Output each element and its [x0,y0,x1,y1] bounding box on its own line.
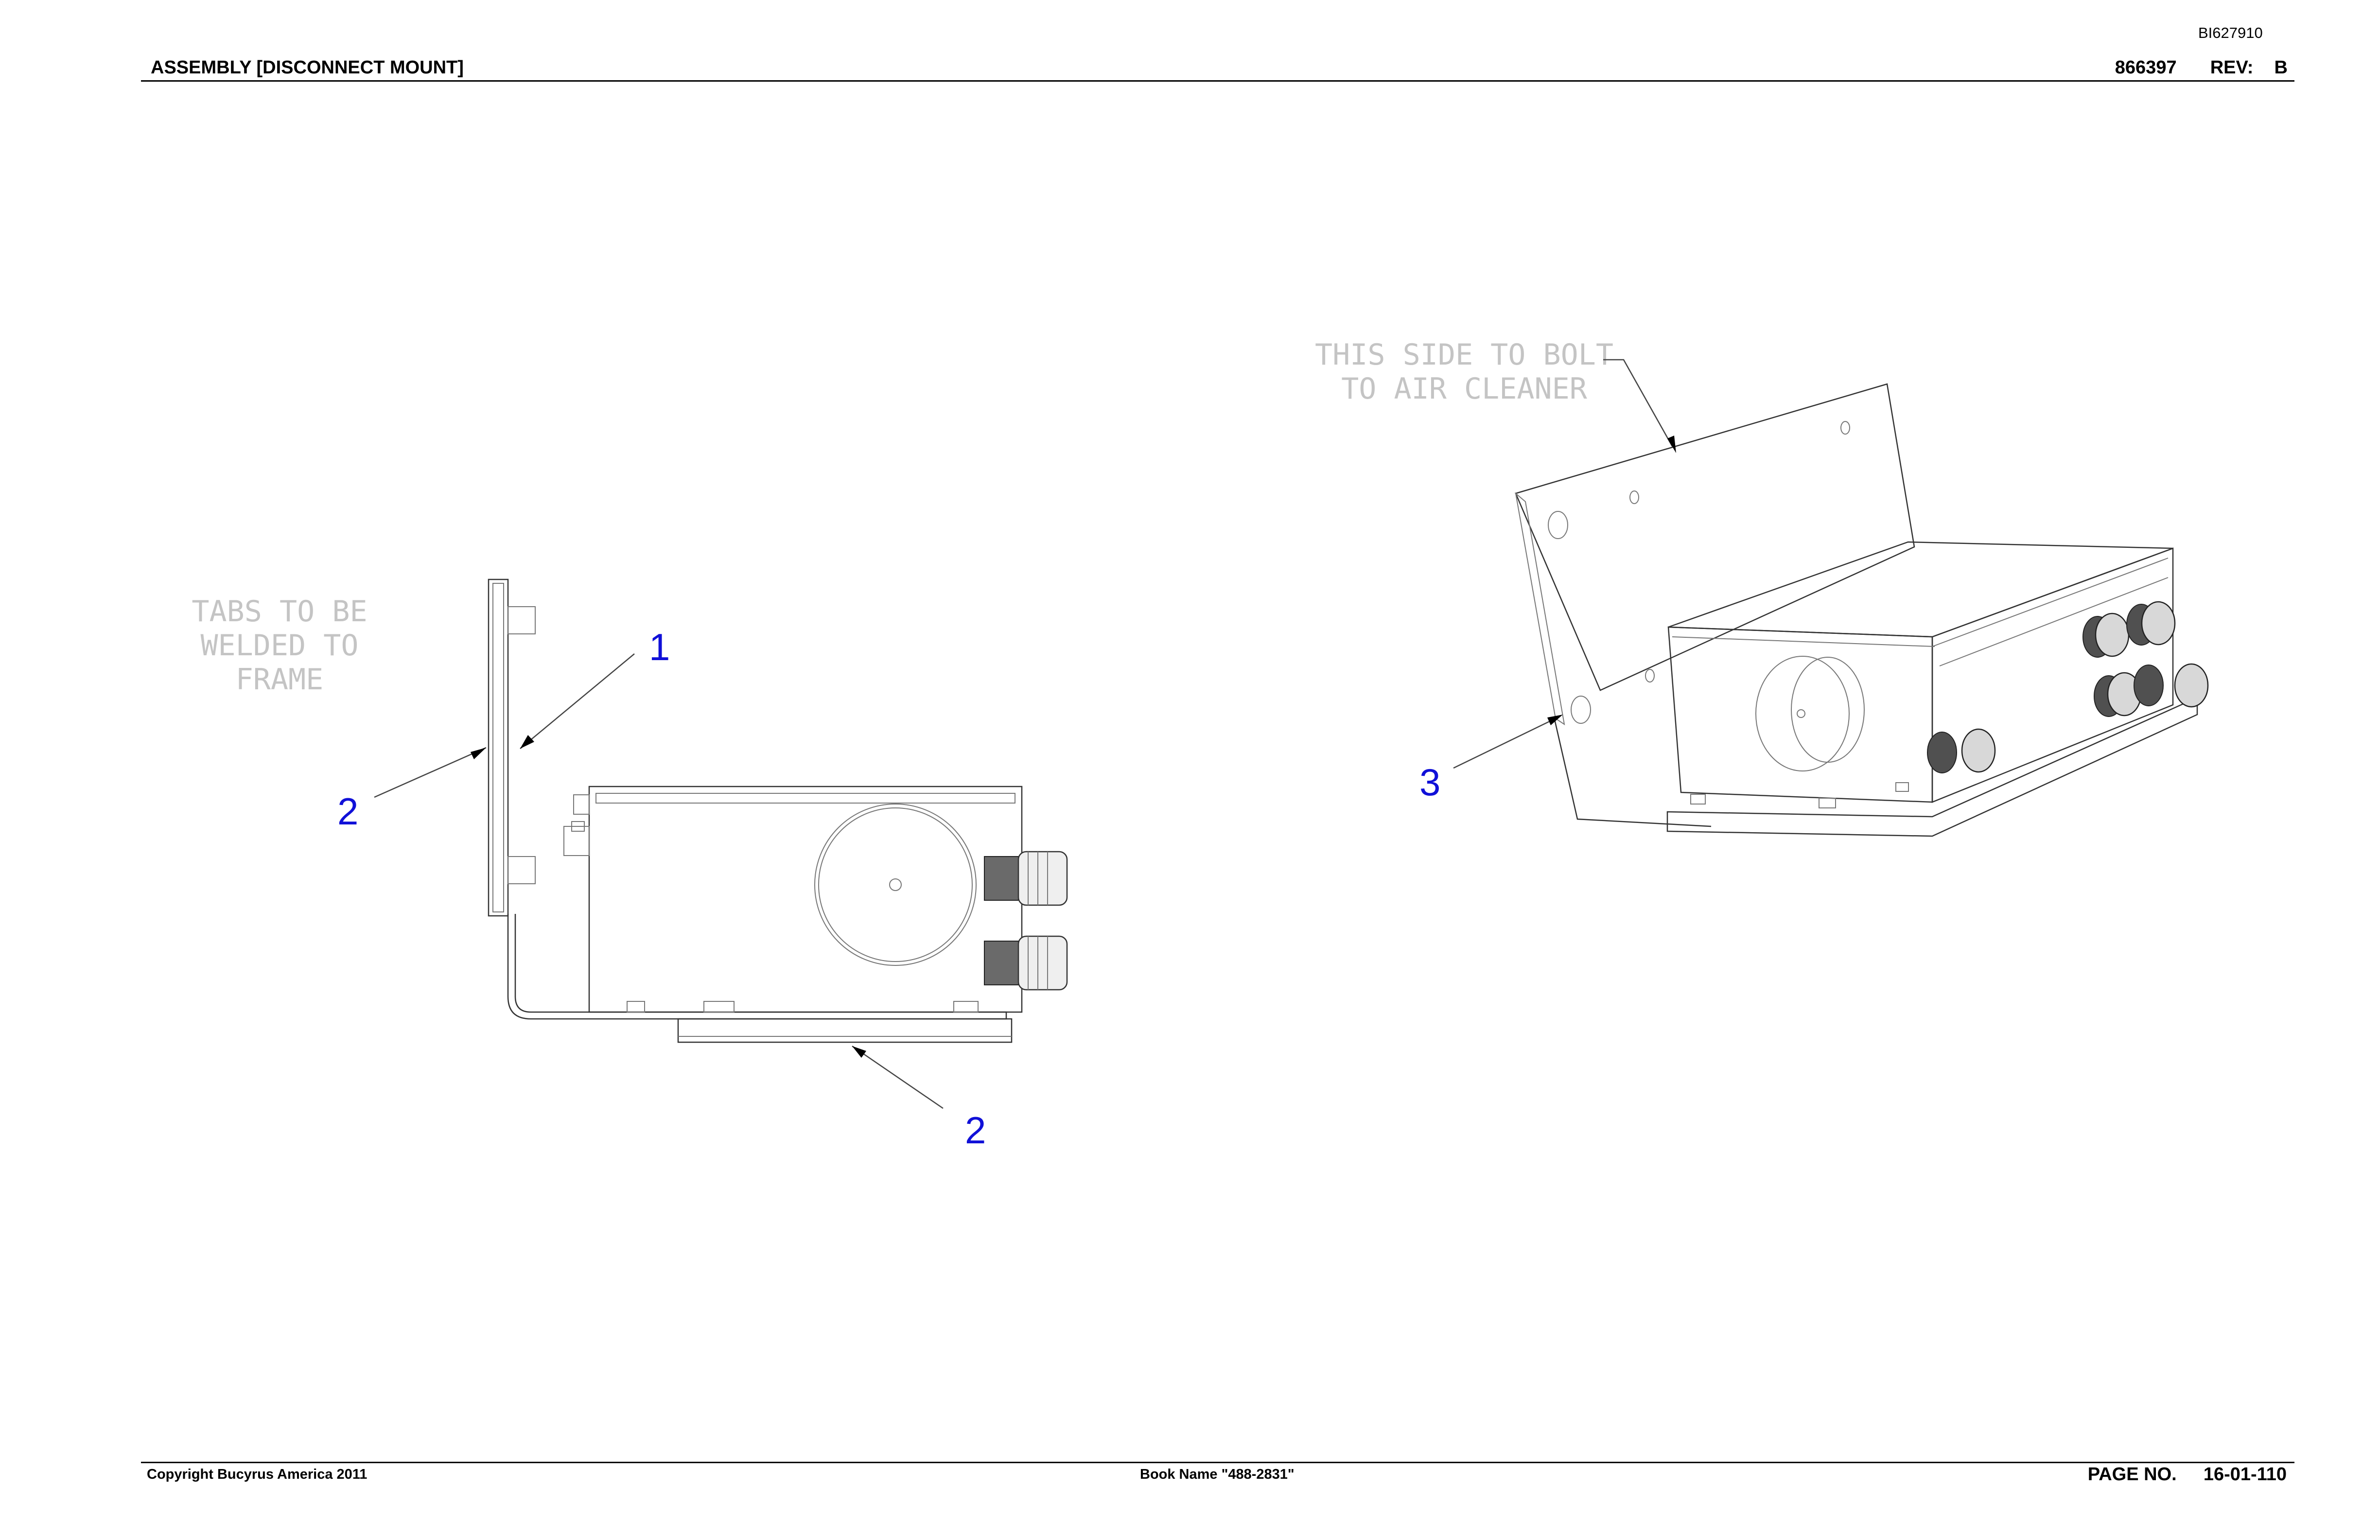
footer-rule [141,1462,2294,1463]
part-number-value: 866397 [2115,57,2177,78]
note-tabs-line-3: FRAME [236,663,324,697]
note-side-line-2: TO AIR CLEANER [1341,372,1588,406]
part-number: 866397 REV: B [2115,57,2288,78]
cable-glands-isometric [1927,601,2209,773]
book-name: Book Name "488-2831" [1140,1467,1295,1482]
revision-value: B [2274,57,2288,78]
note-side-line-1: THIS SIDE TO BOLT [1315,338,1613,372]
note-tabs-line-2: WELDED TO [200,629,358,663]
cable-glands-side [984,851,1068,991]
document-id: BI627910 [2198,24,2263,41]
header-rule [141,80,2294,82]
page-label: PAGE NO. [2087,1464,2177,1485]
revision-label: REV: [2210,57,2254,78]
isometric-view [1515,383,2209,837]
document-title: ASSEMBLY [DISCONNECT MOUNT] [151,57,464,78]
side-view [488,578,1068,1043]
callout-item-2-lower: 2 [965,1109,986,1152]
page-number: PAGE NO. 16-01-110 [2088,1464,2287,1485]
callout-item-1: 1 [649,626,670,668]
callout-item-3: 3 [1419,761,1440,804]
copyright-notice: Copyright Bucyrus America 2011 [147,1467,368,1482]
page-value: 16-01-110 [2203,1464,2287,1485]
callout-item-2-upper: 2 [337,790,358,833]
note-tabs-line-1: TABS TO BE [192,595,367,629]
